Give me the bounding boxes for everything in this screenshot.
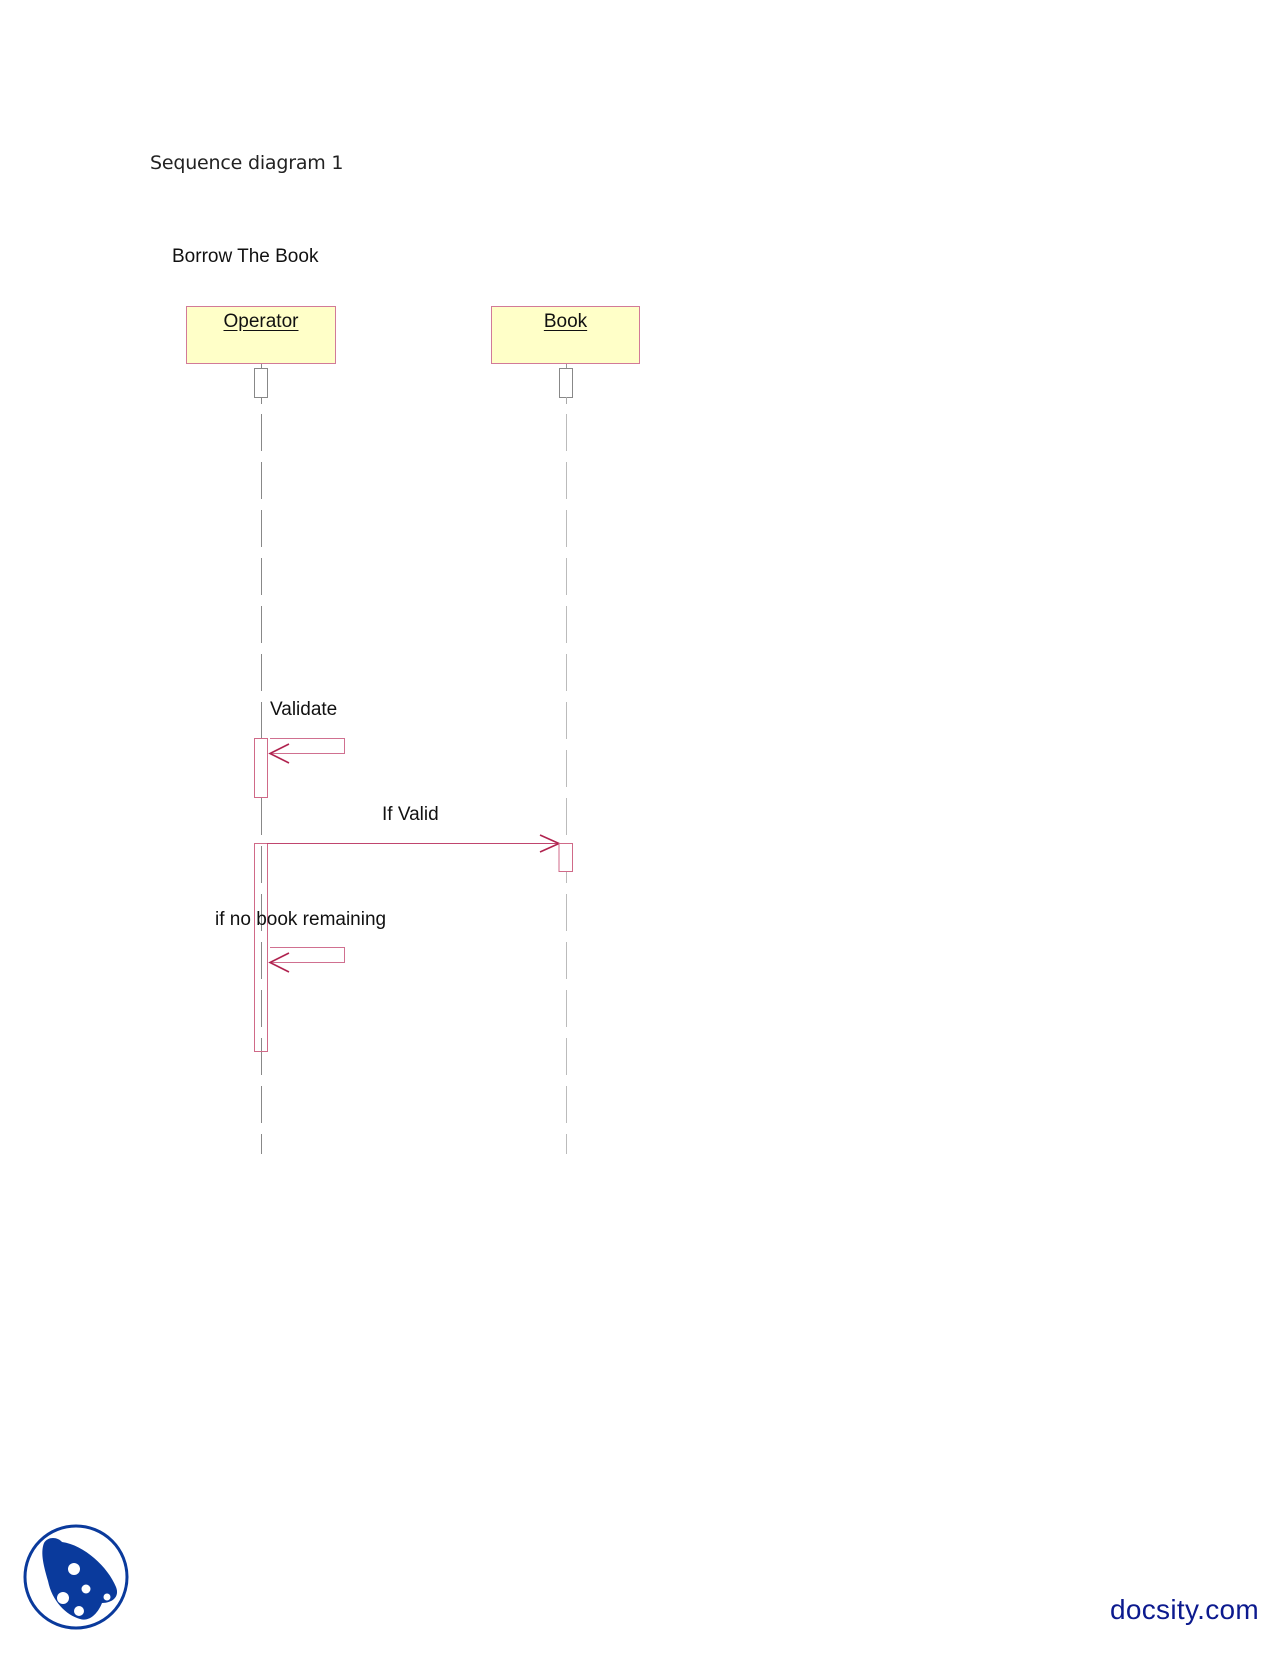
page-heading: Sequence diagram 1 — [150, 152, 344, 174]
lifeline-book — [559, 364, 573, 1154]
message-if-valid-label: If Valid — [382, 804, 439, 825]
message-validate-arrow — [268, 738, 345, 764]
lifeline-operator-label: Operator — [223, 311, 299, 332]
lifeline-book-label: Book — [543, 311, 588, 332]
message-if-valid-arrow — [267, 834, 561, 853]
activation-book — [558, 843, 573, 872]
message-no-book-arrow — [268, 947, 345, 973]
footer-brand-link[interactable]: docsity.com — [1110, 1594, 1260, 1625]
activation-operator-validate — [254, 738, 268, 798]
docsity-logo-icon — [23, 1524, 129, 1630]
diagram-title: Borrow The Book — [172, 246, 319, 267]
message-validate-label: Validate — [270, 699, 338, 720]
lifeline-book-box: Book — [491, 306, 640, 364]
lifeline-operator-box: Operator — [186, 306, 336, 364]
activation-operator-main — [254, 843, 268, 1052]
message-no-book-label: if no book remaining — [215, 909, 387, 930]
